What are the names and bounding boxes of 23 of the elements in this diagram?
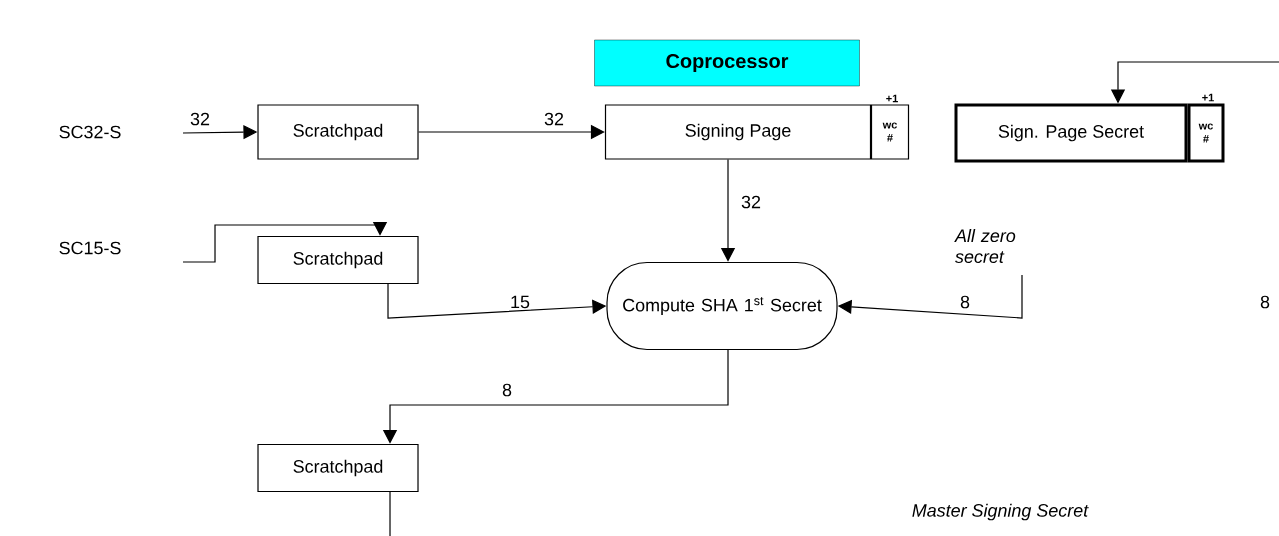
signal-label: Master Signing Secret — [912, 503, 1089, 521]
process-box: Sign. Page Secret — [954, 103, 1188, 163]
edge-label: 32 — [543, 111, 565, 127]
signal-label: 8 — [1260, 295, 1270, 309]
note-text: All zero secret — [954, 228, 1016, 264]
counter-increment: +1 — [886, 94, 898, 103]
arrow — [182, 221, 388, 263]
edge-label: 32 — [189, 111, 211, 127]
edge-label: 32 — [740, 194, 762, 210]
counter-cell: wc # — [1187, 103, 1225, 163]
edge-label: 15 — [509, 294, 531, 310]
process-box: Scratchpad — [257, 104, 419, 160]
counter-cell: wc # — [870, 104, 910, 160]
counter-increment: +1 — [1202, 93, 1214, 102]
process-box: Scratchpad — [257, 235, 419, 285]
edge-label: 8 — [959, 294, 971, 310]
edge-label: 8 — [501, 382, 513, 398]
title-box: Coprocessor — [594, 39, 860, 87]
process-box: Signing Page — [604, 104, 872, 160]
signal-label: SC15-S — [59, 241, 121, 255]
process-terminal: Compute SHA 1$^{st}$ Secret — [606, 261, 838, 351]
process-box: Scratchpad — [257, 443, 419, 493]
signal-label: SC32-S — [59, 125, 121, 139]
